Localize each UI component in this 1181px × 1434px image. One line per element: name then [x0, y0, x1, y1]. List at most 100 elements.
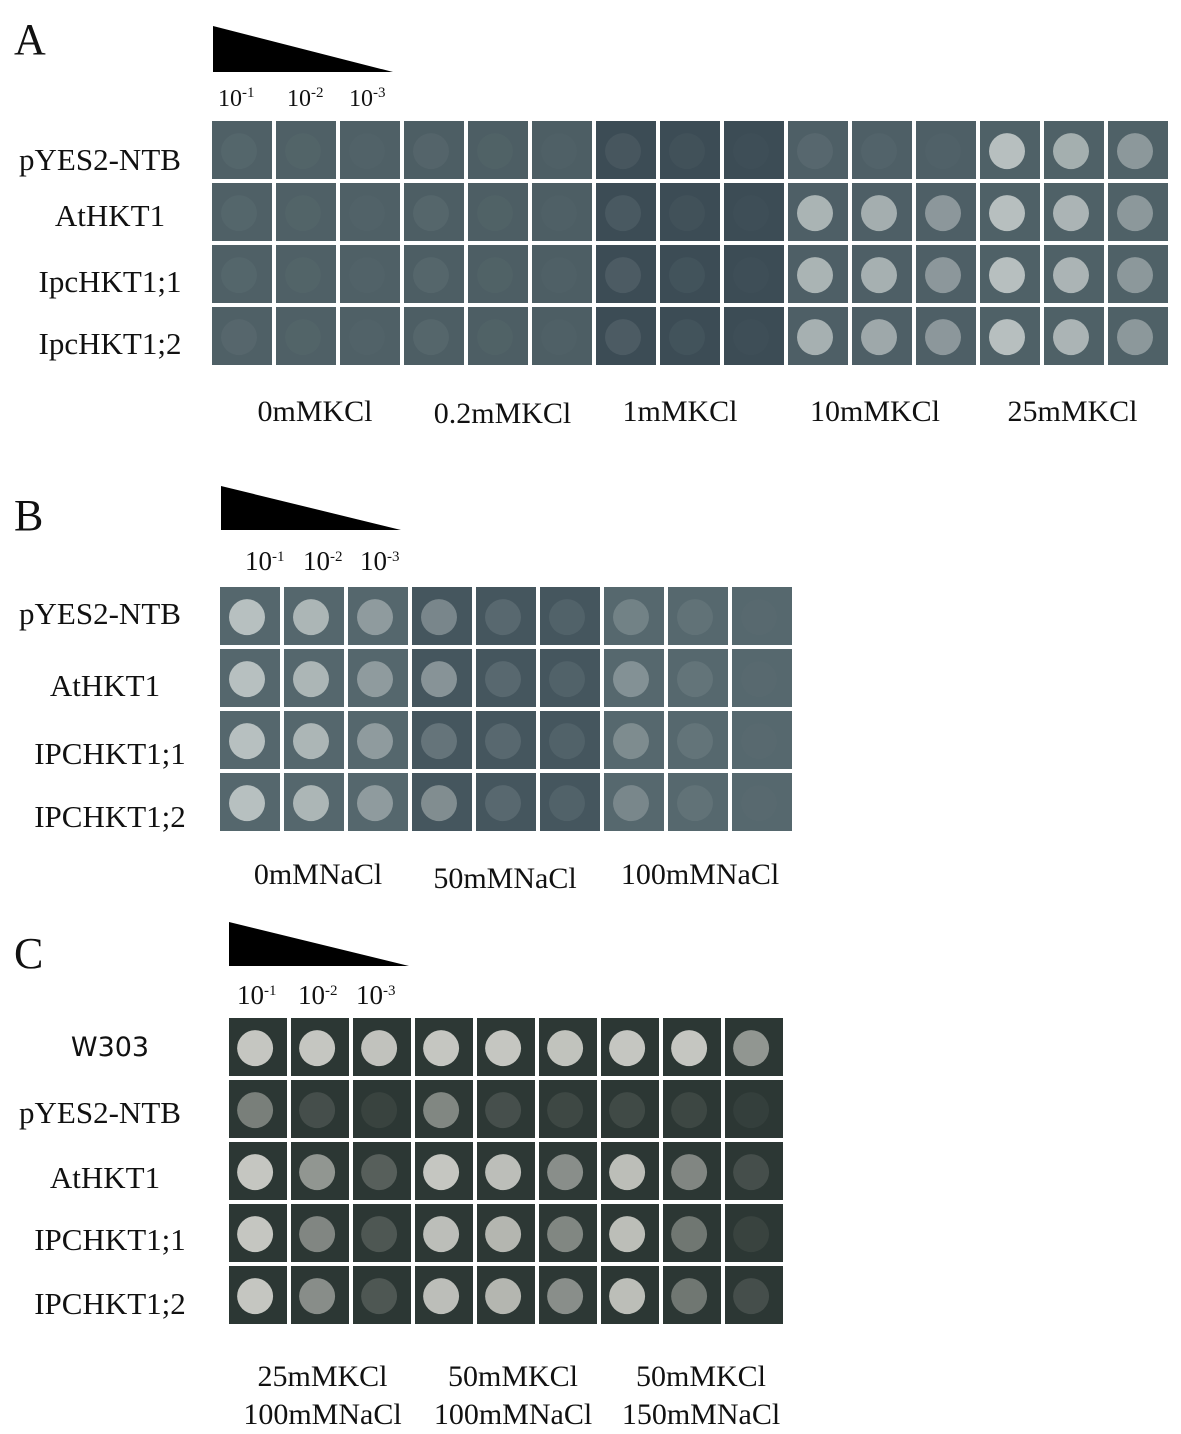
yeast-colony [677, 599, 713, 636]
plate-cell [724, 183, 784, 241]
dilution-label: 10-1 [245, 546, 285, 576]
yeast-colony [797, 319, 833, 356]
condition-line: 150mMNaCl [621, 1398, 781, 1431]
yeast-colony [547, 1092, 584, 1129]
strain-label: AtHKT1 [49, 668, 161, 703]
yeast-colony [1117, 319, 1153, 356]
yeast-colony [925, 133, 961, 169]
yeast-colony [1117, 133, 1153, 170]
panel-c: C 10-1 10-2 10-3 W303 pYES2-NTB AtHKT1 I… [0, 910, 1181, 1431]
dilution-label: 10-3 [356, 980, 396, 1010]
plate-cell [596, 307, 656, 365]
yeast-colony [1053, 257, 1089, 294]
yeast-colony [541, 319, 577, 355]
yeast-colony [485, 661, 521, 698]
yeast-colony [477, 257, 513, 293]
plate-cell [596, 183, 656, 241]
yeast-colony [229, 599, 265, 636]
plate-cell [404, 183, 464, 241]
yeast-colony [547, 1216, 584, 1253]
yeast-colony [485, 723, 521, 760]
yeast-colony [733, 1030, 770, 1067]
yeast-colony [285, 257, 321, 293]
yeast-colony [237, 1154, 274, 1191]
yeast-colony [229, 785, 265, 822]
yeast-colony [423, 1030, 460, 1067]
yeast-colony [671, 1216, 708, 1253]
yeast-colony [605, 257, 641, 294]
plate-cell [476, 711, 536, 769]
plate-cell [660, 307, 720, 365]
strain-label: AtHKT1 [54, 198, 166, 233]
yeast-colony [797, 133, 833, 170]
yeast-colony [797, 195, 833, 232]
yeast-colony [477, 195, 513, 231]
plate-cell [663, 1266, 721, 1324]
plate-grid [229, 1018, 783, 1324]
yeast-colony [477, 319, 513, 355]
yeast-colony [549, 723, 585, 760]
yeast-colony [671, 1278, 708, 1315]
yeast-colony [669, 195, 705, 232]
yeast-colony [797, 257, 833, 294]
panel-a: A 10-1 10-2 10-3 pYES2-NTB AtHKT1 IpcHKT… [0, 0, 1181, 440]
yeast-colony [285, 133, 321, 169]
yeast-colony [671, 1092, 708, 1129]
plate-cell [412, 773, 472, 831]
yeast-colony [485, 1216, 522, 1253]
plate-cell [353, 1204, 411, 1262]
yeast-colony [413, 319, 449, 356]
yeast-colony [613, 599, 649, 636]
yeast-colony [1117, 195, 1153, 232]
yeast-colony [221, 195, 257, 232]
yeast-colony [485, 1278, 522, 1315]
dilution-label: 10-3 [360, 546, 400, 576]
yeast-colony [677, 785, 713, 822]
condition-line: 100mMNaCl [433, 1398, 593, 1431]
plate-cell [724, 121, 784, 179]
plate-cell [340, 245, 400, 303]
yeast-colony [547, 1278, 584, 1315]
yeast-colony [741, 599, 777, 635]
plate-cell [340, 307, 400, 365]
yeast-colony [613, 723, 649, 760]
plate-cell [604, 587, 664, 645]
yeast-colony [361, 1154, 398, 1191]
yeast-colony [423, 1154, 460, 1191]
plate-cell [668, 773, 728, 831]
yeast-colony [293, 785, 329, 822]
yeast-colony [989, 257, 1025, 294]
yeast-colony [741, 661, 777, 697]
yeast-colony [349, 195, 385, 231]
yeast-colony [349, 319, 385, 355]
strain-label: AtHKT1 [49, 1160, 161, 1195]
yeast-colony [285, 319, 321, 355]
yeast-colony [541, 133, 577, 169]
plate-cell [668, 711, 728, 769]
plate-cell [276, 183, 336, 241]
condition-line: 50mMKCl [447, 1360, 579, 1393]
yeast-colony [423, 1278, 460, 1315]
yeast-colony [237, 1030, 274, 1067]
yeast-colony [609, 1154, 646, 1191]
plate-cell [732, 711, 792, 769]
yeast-colony [349, 133, 385, 169]
yeast-colony [733, 133, 769, 169]
dilution-wedge-icon [221, 486, 401, 530]
strain-label: W303 [70, 1032, 150, 1063]
yeast-colony [741, 723, 777, 759]
plate-cell [404, 245, 464, 303]
yeast-colony [733, 1092, 770, 1129]
yeast-colony [299, 1278, 336, 1315]
yeast-colony [549, 785, 585, 822]
plate-cell [532, 245, 592, 303]
panel-letter: C [14, 929, 44, 978]
yeast-colony [299, 1154, 336, 1191]
dilution-label: 10-2 [298, 980, 338, 1010]
plate-cell [668, 649, 728, 707]
strain-label: IPCHKT1;2 [34, 1286, 186, 1321]
plate-cell [532, 183, 592, 241]
yeast-colony [989, 319, 1025, 356]
plate-cell [788, 121, 848, 179]
plate-cell [476, 649, 536, 707]
